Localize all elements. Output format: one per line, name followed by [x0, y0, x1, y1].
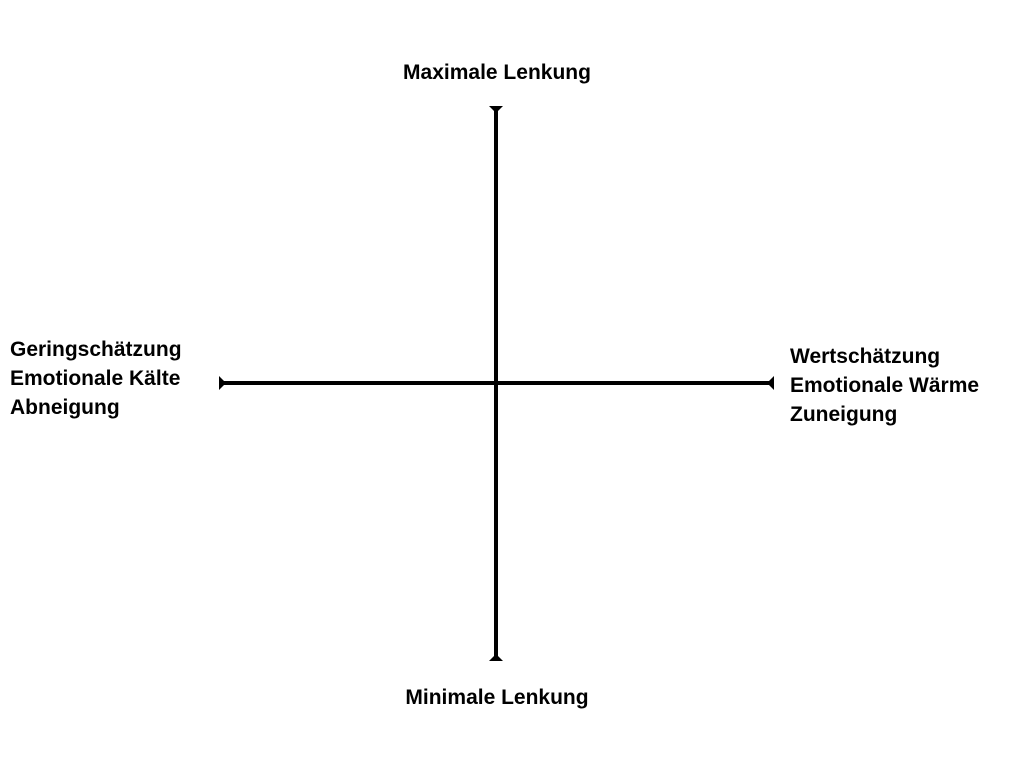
right-axis-label-line-2: Emotionale Wärme — [790, 374, 980, 397]
left-axis-label-line-2: Emotionale Kälte — [10, 367, 181, 390]
bottom-axis-label: Minimale Lenkung — [297, 683, 697, 712]
right-axis-label-line-3: Zuneigung — [790, 403, 898, 426]
right-axis-label-line-1: Wertschätzung — [790, 345, 941, 368]
vertical-axis-bottom-marker — [489, 654, 503, 661]
left-axis-label-line-3: Abneigung — [10, 396, 120, 419]
horizontal-axis-right-marker — [767, 376, 774, 390]
left-axis-label: Geringschätzung Emotionale Kälte Abneigu… — [10, 335, 182, 422]
top-axis-label-text: Maximale Lenkung — [403, 61, 591, 84]
bottom-axis-label-text: Minimale Lenkung — [405, 686, 589, 709]
top-axis-label: Maximale Lenkung — [297, 58, 697, 87]
vertical-axis-top-marker — [489, 106, 503, 113]
right-axis-label: Wertschätzung Emotionale Wärme Zuneigung — [790, 342, 979, 429]
left-axis-label-line-1: Geringschätzung — [10, 338, 182, 361]
horizontal-axis-left-marker — [219, 376, 226, 390]
